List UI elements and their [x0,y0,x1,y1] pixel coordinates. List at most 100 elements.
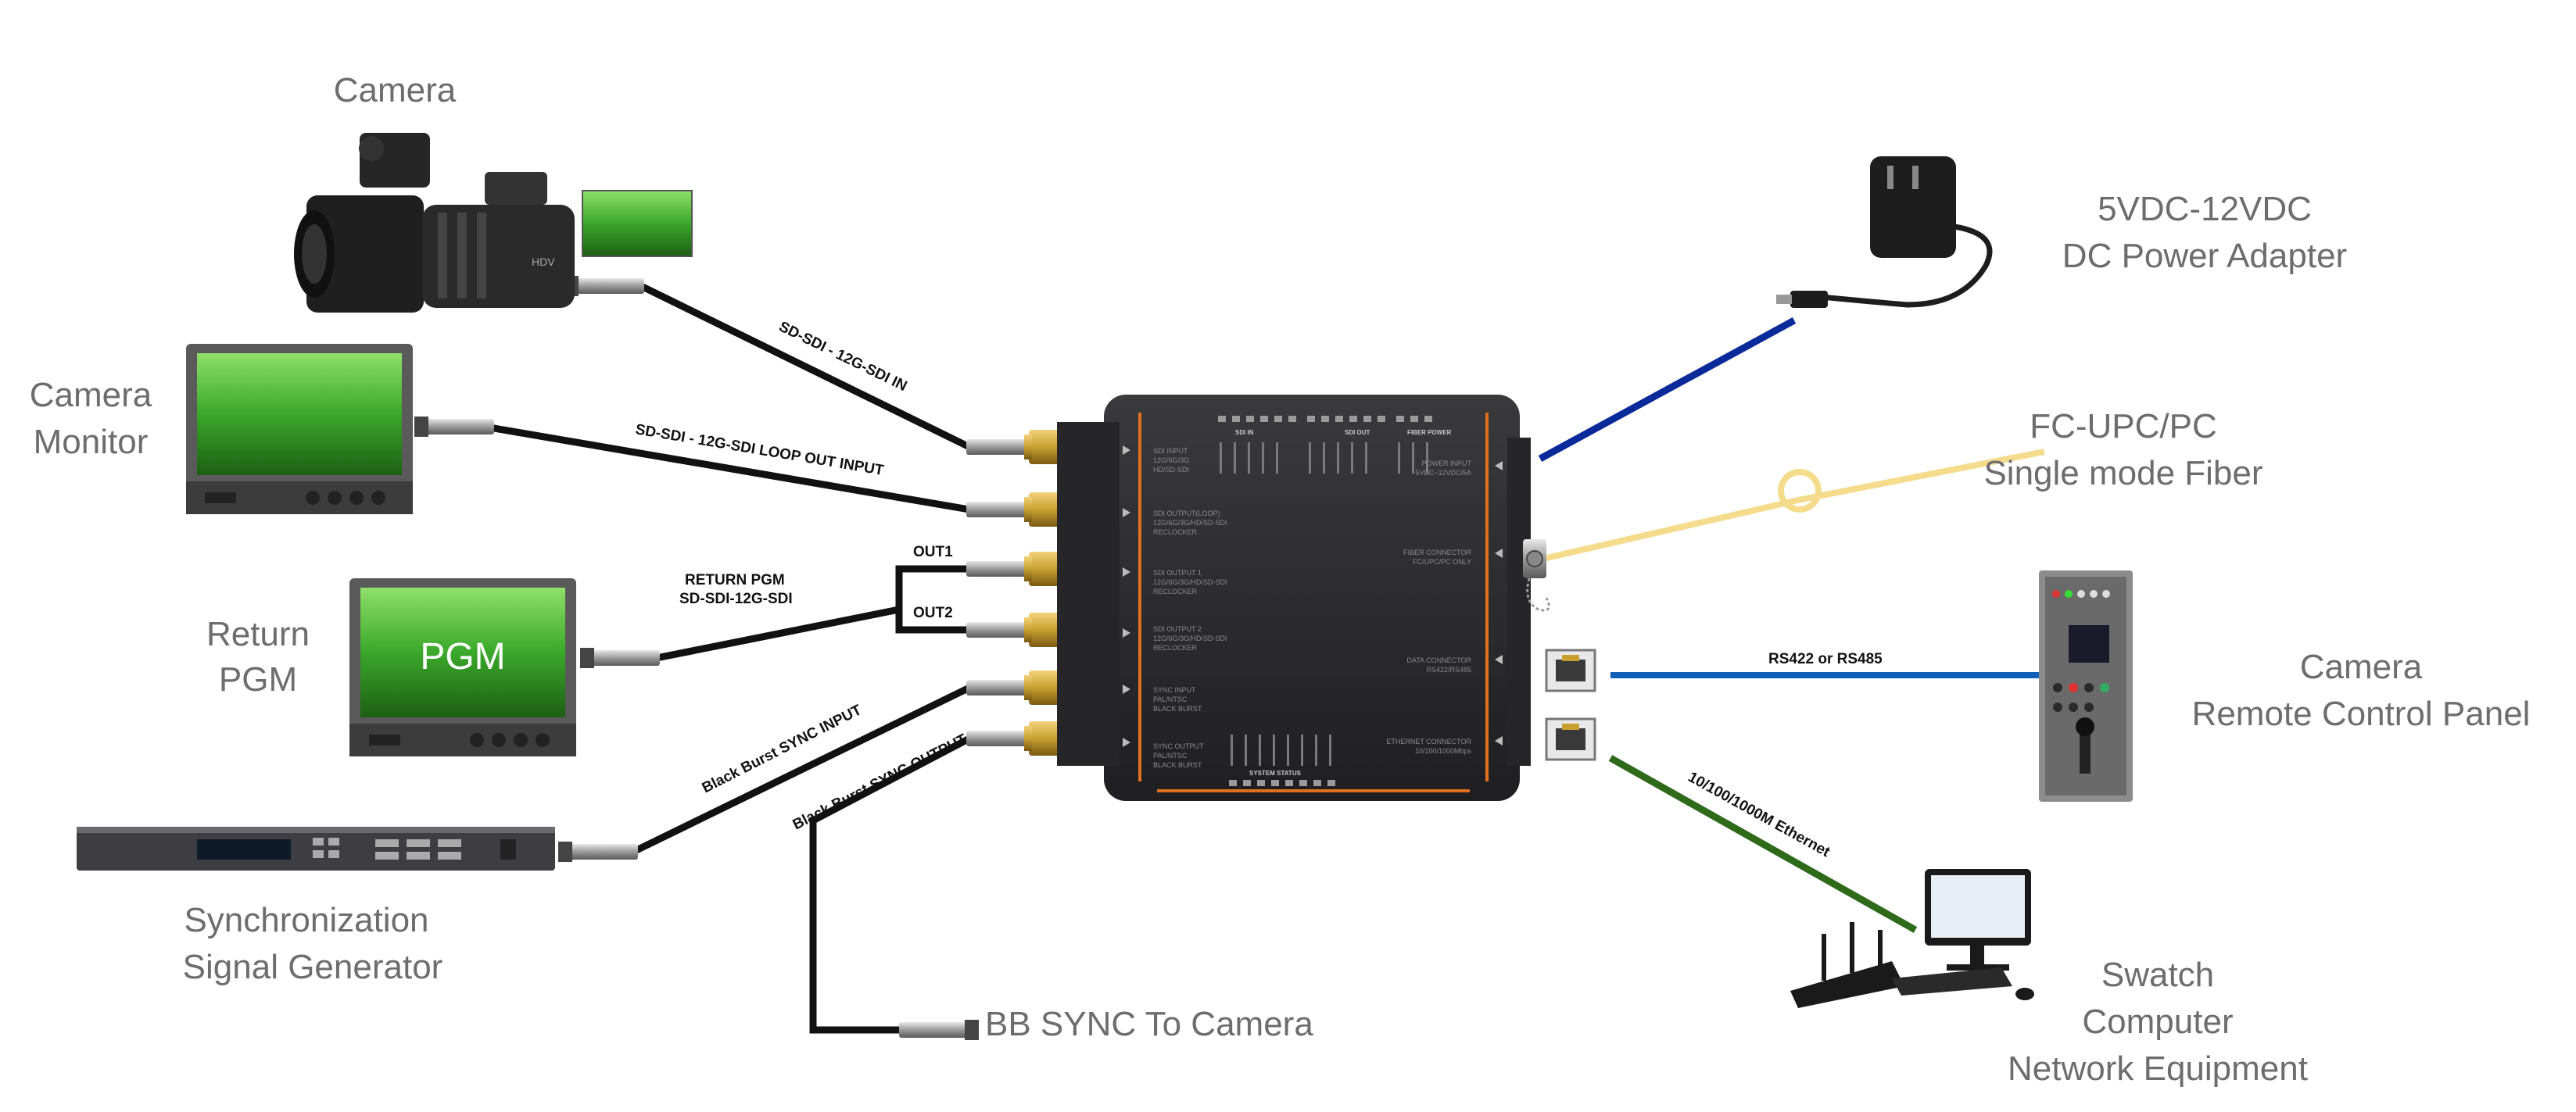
svg-text:RECLOCKER: RECLOCKER [1153,644,1198,652]
port-sync-input: SYNC INPUT PAL/NTSC BLACK BURST [1123,685,1202,713]
plug-sdi-in [966,439,1034,455]
port-fiber-connector: FIBER CONNECTOR FC/UPC/PC ONLY [1403,549,1503,566]
plug-monitor [414,417,494,437]
return-pgm-label-2: SD-SDI-12G-SDI [679,591,793,607]
top-group-sdi-in: SDI IN [1235,429,1254,436]
rs422-port [1545,649,1596,692]
system-status-label: SYSTEM STATUS [1249,770,1302,777]
port-sdi-out2: SDI OUTPUT 2 12G/6G/3G/HD/SD-SDI RECLOCK… [1123,625,1227,652]
svg-text:FC/UPC/PC ONLY: FC/UPC/PC ONLY [1413,558,1471,566]
svg-text:5VDC~12VDC/5A: 5VDC~12VDC/5A [1415,469,1471,477]
sync-generator-label-1: Synchronization [184,901,428,939]
plug-bbsync [899,1020,979,1040]
left-port-labels: SDI INPUT 12G/6G/3G HD/SD-SDI SDI OUTPUT… [1123,445,1227,769]
plug-camera [564,276,644,296]
port-data-connector: DATA CONNECTOR RS422/RS485 [1406,655,1503,674]
port-sdi-out1: SDI OUTPUT 1 12G/6G/3G/HD/SD-SDI RECLOCK… [1123,567,1227,595]
plug-out1 [966,561,1034,577]
svg-text:DATA CONNECTOR: DATA CONNECTOR [1406,656,1471,664]
svg-text:SDI INPUT: SDI INPUT [1153,447,1188,455]
power-adapter-icon [1776,156,1993,308]
svg-text:SYNC INPUT: SYNC INPUT [1153,686,1196,694]
remote-control-panel-icon [2039,570,2133,802]
return-pgm-label-1: Return [206,615,310,653]
unit-accent-lines [1138,413,1489,792]
svg-text:POWER INPUT: POWER INPUT [1421,459,1471,467]
svg-text:ETHERNET CONNECTOR: ETHERNET CONNECTOR [1386,738,1471,746]
network-label-3: Network Equipment [2008,1049,2308,1088]
plug-syncgen [558,842,638,862]
computer-icon [1892,869,2034,1000]
svg-text:RECLOCKER: RECLOCKER [1153,588,1198,595]
device-labels: Camera Camera Monitor Return PGM Synchro… [30,71,2531,1088]
top-led-labels [1220,442,1428,474]
top-group-sdi-out: SDI OUT [1345,429,1370,436]
top-leds [1218,416,1432,422]
sdi-in-cable [640,282,1001,451]
camera-label: Camera [334,71,457,109]
ethernet-cable [1608,755,1918,933]
network-label-2: Computer [2082,1003,2233,1041]
svg-text:SDI OUTPUT 1: SDI OUTPUT 1 [1153,569,1202,577]
svg-text:RS422/RS485: RS422/RS485 [1426,666,1471,674]
svg-text:FIBER CONNECTOR: FIBER CONNECTOR [1403,549,1471,556]
bb-out-label: Black Burst SYNC OUTPUT [790,731,970,833]
power-label-2: DC Power Adapter [2062,237,2347,275]
svg-text:12G/6G/3G/HD/SD-SDI: 12G/6G/3G/HD/SD-SDI [1153,635,1227,642]
return-pgm-monitor-icon: PGM [349,578,576,756]
svg-text:HDV: HDV [532,256,555,268]
svg-text:SDI OUTPUT 2: SDI OUTPUT 2 [1153,625,1202,633]
svg-text:RECLOCKER: RECLOCKER [1153,528,1198,536]
svg-text:SDI OUTPUT(LOOP): SDI OUTPUT(LOOP) [1153,510,1220,517]
svg-text:BLACK BURST: BLACK BURST [1153,705,1202,713]
svg-text:PAL/NTSC: PAL/NTSC [1153,752,1188,760]
top-group-fiber-power: FIBER POWER [1407,429,1452,436]
fiber-cable [1539,449,2045,563]
power-cable [1538,317,1797,462]
return-pgm-cable [656,565,1001,662]
fiber-loop [1778,469,1822,513]
rcp-label-1: Camera [2300,648,2423,686]
plug-bb-in [966,680,1034,695]
unit-body [1104,395,1520,801]
port-sync-output: SYNC OUTPUT PAL/NTSC BLACK BURST [1123,738,1204,769]
out1-label: OUT1 [913,544,953,560]
plug-loop [966,502,1034,517]
sync-generator-label-2: Signal Generator [183,948,443,986]
svg-text:10/100/1000Mbps: 10/100/1000Mbps [1415,747,1472,755]
return-pgm-label-2: PGM [219,660,297,699]
rcp-label-2: Remote Control Panel [2192,695,2531,733]
bb-sync-label: BB SYNC To Camera [985,1005,1313,1043]
pgm-screen-text: PGM [420,636,505,678]
power-label-1: 5VDC-12VDC [2098,190,2312,228]
plug-out2 [966,622,1034,638]
status-leds [1229,735,1335,786]
camcorder-icon: HDV [294,133,575,313]
rs-label: RS422 or RS485 [1768,651,1883,667]
port-power-input: POWER INPUT 5VDC~12VDC/5A [1415,459,1503,477]
port-sdi-input: SDI INPUT 12G/6G/3G HD/SD-SDI [1123,445,1189,474]
router-icon [1790,922,1904,1008]
plug-return [580,648,660,668]
right-port-labels: POWER INPUT 5VDC~12VDC/5A FIBER CONNECTO… [1386,459,1503,755]
bnc-plugs [414,276,1034,1040]
out2-label: OUT2 [913,605,953,621]
network-label-1: Swatch [2101,956,2214,994]
svg-text:12G/6G/3G: 12G/6G/3G [1153,456,1189,464]
ethernet-port [1545,717,1596,761]
fiber-label-1: FC-UPC/PC [2030,407,2217,445]
camera-monitor-label-1: Camera [30,376,152,414]
camera-monitor-label-2: Monitor [34,423,149,461]
unit-bnc-column [1024,430,1060,756]
bb-sync-in-cable [632,684,1001,856]
fiber-label-2: Single mode Fiber [1983,454,2263,492]
svg-text:HD/SD-SDI: HD/SD-SDI [1153,466,1189,474]
port-sdi-loop: SDI OUTPUT(LOOP) 12G/6G/3G/HD/SD-SDI REC… [1123,508,1227,536]
converter-unit: SDI IN SDI OUT FIBER POWER SDI INPUT 12G… [1024,395,1596,801]
sync-generator-icon [77,827,555,871]
fiber-connector [1523,539,1550,612]
svg-text:12G/6G/3G/HD/SD-SDI: 12G/6G/3G/HD/SD-SDI [1153,578,1227,586]
svg-text:PAL/NTSC: PAL/NTSC [1153,695,1188,703]
camera-preview-thumbnail [582,190,693,257]
